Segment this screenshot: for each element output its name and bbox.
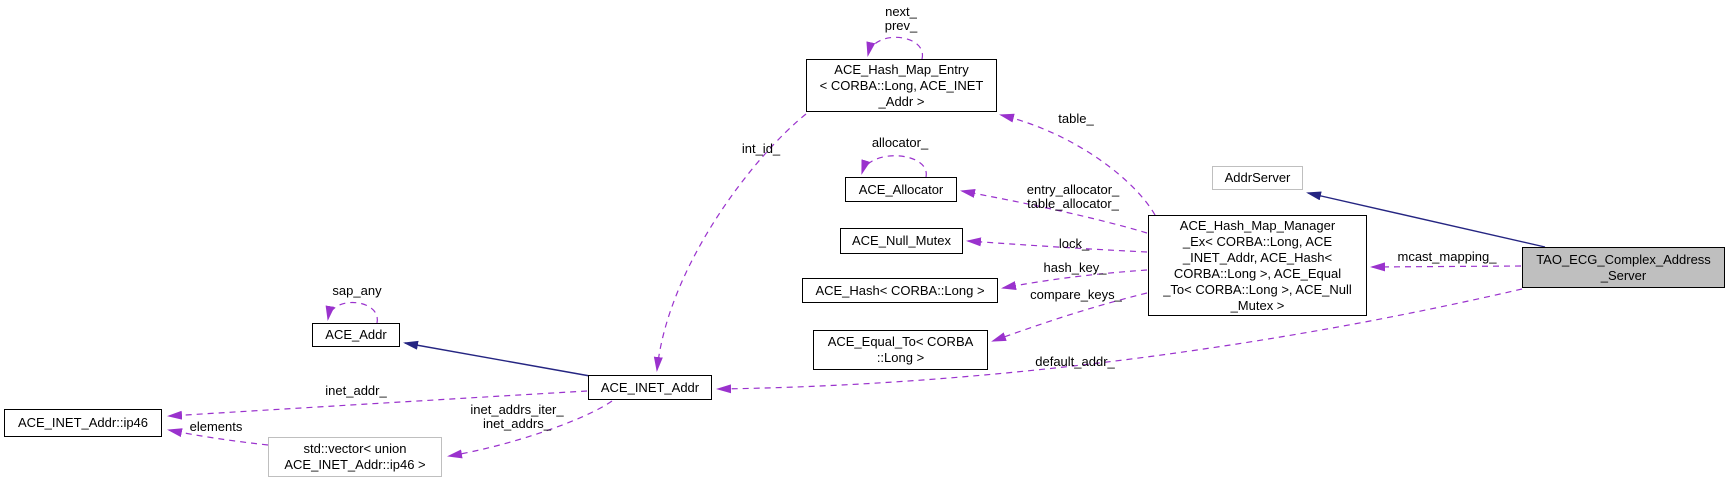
edge-inherit-inetaddr-aceaddr [403, 340, 591, 377]
node-ace-equal-to[interactable]: ACE_Equal_To< CORBA ::Long > [813, 330, 988, 370]
edge-int-id [653, 113, 807, 372]
edge-hash-key [1001, 269, 1148, 290]
edge-entry-table-allocator [960, 189, 1148, 234]
edge-lock [966, 237, 1148, 253]
node-addr-server: AddrServer [1212, 166, 1303, 190]
edge-compare-keys [991, 292, 1148, 342]
edge-next-prev-selfloop [866, 36, 923, 60]
node-ace-allocator[interactable]: ACE_Allocator [845, 177, 957, 202]
edge-inet-addr [167, 390, 588, 420]
edge-allocator-selfloop [861, 155, 927, 178]
node-ace-hash-map-manager-ex[interactable]: ACE_Hash_Map_Manager _Ex< CORBA::Long, A… [1148, 215, 1367, 316]
node-ace-inet-addr-ip46[interactable]: ACE_INET_Addr::ip46 [4, 409, 162, 437]
edge-mcast-mapping [1370, 262, 1522, 272]
node-tao-ecg-complex-address-server: TAO_ECG_Complex_Address _Server [1522, 247, 1725, 288]
node-ace-addr[interactable]: ACE_Addr [312, 323, 400, 347]
edge-table [999, 113, 1156, 216]
node-ace-hash[interactable]: ACE_Hash< CORBA::Long > [802, 278, 998, 303]
edge-elements [167, 428, 269, 446]
edge-sap-any-selfloop [325, 301, 378, 324]
edge-inet-addrs [447, 400, 613, 459]
node-ace-hash-map-entry[interactable]: ACE_Hash_Map_Entry < CORBA::Long, ACE_IN… [806, 59, 997, 112]
edge-inherit-tao-addrserver [1306, 191, 1546, 248]
node-std-vector-ip46: std::vector< union ACE_INET_Addr::ip46 > [268, 437, 442, 477]
node-ace-inet-addr[interactable]: ACE_INET_Addr [588, 375, 712, 400]
node-ace-null-mutex[interactable]: ACE_Null_Mutex [840, 228, 963, 254]
